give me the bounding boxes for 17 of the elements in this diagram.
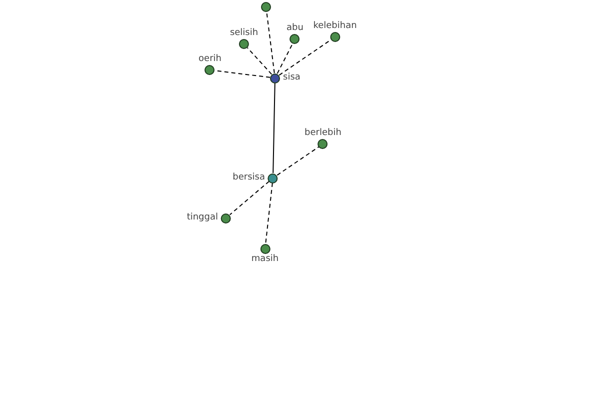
connector-line <box>276 146 320 176</box>
connector-line <box>246 47 272 75</box>
connector-line <box>278 39 332 76</box>
connector-line <box>229 180 270 216</box>
connector-line <box>272 82 276 174</box>
connector-line <box>266 11 275 74</box>
node-label: bersisa <box>232 172 266 184</box>
node-label: sisa <box>282 72 302 84</box>
node-label: tinggal <box>186 212 219 224</box>
connector-line <box>265 182 273 245</box>
node-label: kelebihan <box>312 21 358 32</box>
node-label: oerih <box>198 54 222 65</box>
node-label: masih <box>250 254 280 265</box>
node-label: selisih <box>228 28 260 39</box>
connector-line <box>276 42 294 74</box>
node-label: abu <box>286 23 304 34</box>
node-label: berlebih <box>304 128 342 139</box>
